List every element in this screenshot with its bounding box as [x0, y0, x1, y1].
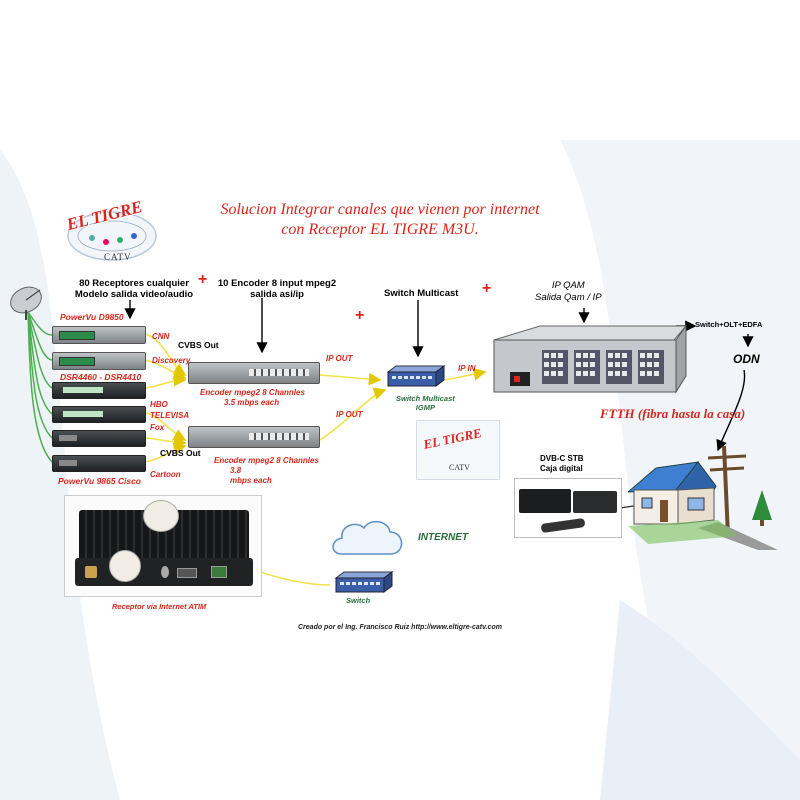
ipqam-heading: IP QAM Salida Qam / IP: [535, 280, 602, 304]
encoder-caption-bottom-1: Encoder mpeg2 8 Channles: [214, 456, 319, 465]
internet-label: INTERNET: [418, 532, 468, 543]
plus-sign-1: +: [198, 271, 208, 288]
ipqam-heading-line-1: IP QAM: [551, 280, 585, 291]
satellite-dish-icon: [8, 284, 52, 327]
encoder-caption-top-2: 3.5 mbps each: [224, 398, 280, 407]
plus-sign-3: +: [482, 280, 492, 297]
switch-multicast-caption: Switch Multicast IGMP: [396, 394, 455, 412]
receivers-heading-line-1: 80 Receptores cualquier: [79, 278, 189, 289]
receiver-unit-2: [52, 352, 146, 370]
page-title: Solucion Integrar canales que vienen por…: [180, 200, 580, 240]
channel-label: HBO: [150, 400, 168, 409]
channel-label: TELEVISA: [150, 411, 190, 420]
receiver-unit-1: [52, 326, 146, 344]
cvbs-out-label-bottom: CVBS Out: [160, 448, 201, 458]
ftth-label: FTTH (fibra hasta la casa): [600, 406, 746, 421]
receivers-heading-line-2: Modelo salida video/audio: [74, 289, 194, 300]
channel-label: Discovery: [152, 356, 191, 365]
channel-label: Fox: [150, 423, 165, 432]
ip-in-label: IP IN: [458, 364, 476, 373]
cvbs-out-label-top: CVBS Out: [178, 340, 219, 350]
encoder-heading-line-1: 10 Encoder 8 input mpeg2: [217, 278, 337, 289]
switch-multicast-heading: Switch Multicast: [384, 288, 459, 299]
encoder-caption-bottom-3: mbps each: [230, 476, 272, 485]
encoder-caption-bottom: Encoder mpeg2 8 Channles 3.8 mbps each: [214, 456, 319, 486]
stb-caption-line-1: DVB-C STB: [540, 454, 584, 463]
channel-label: CNN: [152, 332, 170, 341]
encoder-unit-top: [188, 362, 320, 384]
logo-sub: CATV: [104, 252, 132, 262]
internet-cloud-icon: [328, 514, 408, 569]
credit-line: Creado por el Ing. Francisco Ruiz http:/…: [298, 624, 502, 631]
el-tigre-logo-small: EL TIGRE CATV: [416, 420, 500, 480]
title-line-2: con Receptor EL TIGRE M3U.: [281, 221, 479, 238]
house-icon: [626, 440, 778, 555]
receiver-model-top: PowerVu D9850: [60, 312, 124, 322]
encoder-caption-top-1: Encoder mpeg2 8 Channles: [200, 388, 305, 397]
stb-device-photo: [514, 478, 622, 538]
encoder-caption-bottom-2: 3.8: [230, 466, 242, 475]
receivers-heading: 80 Receptores cualquier Modelo salida vi…: [64, 278, 204, 300]
plus-sign-2: +: [355, 307, 365, 324]
stb-caption: DVB-C STB Caja digital: [540, 454, 584, 474]
stb-caption-line-2: Caja digital: [540, 464, 583, 473]
encoder-heading: 10 Encoder 8 input mpeg2 salida asi/ip: [212, 278, 342, 300]
ipqam-device: [480, 320, 690, 405]
switch-internet-caption: Switch: [346, 596, 371, 605]
receiver-unit-3: [52, 382, 146, 399]
receiver-unit-4: [52, 406, 146, 423]
switch-multicast-icon: [384, 362, 446, 397]
encoder-caption-top: Encoder mpeg2 8 Channles 3.5 mbps each: [200, 388, 305, 408]
logo-small-sub: CATV: [449, 463, 470, 472]
receiver-model-bottom: PowerVu 9865 Cisco: [58, 476, 141, 486]
title-line-1: Solucion Integrar canales que vienen por…: [220, 201, 540, 218]
switch-multicast-caption-1: Switch Multicast: [396, 394, 455, 403]
receptor-photo: [64, 495, 262, 597]
encoder-heading-line-2: salida asi/ip: [250, 289, 304, 300]
ipqam-heading-line-2: Salida Qam / IP: [535, 292, 602, 303]
receiver-model-mid: DSR4460 - DSR4410: [60, 372, 142, 382]
receiver-unit-6: [52, 455, 146, 472]
ip-out-label-2: IP OUT: [336, 410, 363, 419]
switch-internet-icon: [332, 568, 394, 603]
logo-small-brand: EL TIGRE: [421, 425, 483, 452]
switch-multicast-caption-2: IGMP: [415, 403, 435, 412]
ip-out-label-1: IP OUT: [326, 354, 353, 363]
olt-label: Switch+OLT+EDFA: [695, 320, 763, 329]
odn-label: ODN: [733, 352, 760, 366]
encoder-unit-bottom: [188, 426, 320, 448]
el-tigre-logo: EL TIGRE CATV: [62, 196, 162, 266]
channel-label: Cartoon: [150, 470, 181, 479]
receiver-unit-5: [52, 430, 146, 447]
receptor-caption: Receptor via Internet ATIM: [112, 602, 207, 611]
